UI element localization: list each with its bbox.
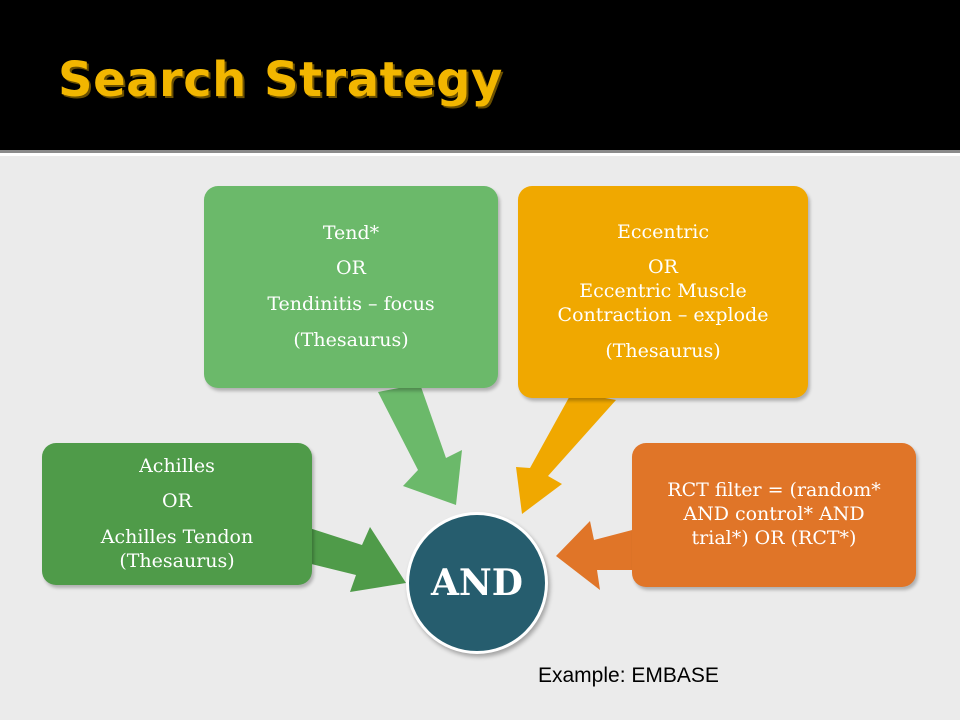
tend-line-2: OR: [336, 257, 366, 280]
eccentric-line-5: (Thesaurus): [605, 339, 721, 362]
example-note: Example: EMBASE: [538, 664, 719, 687]
rct-line-3: trial*) OR (RCT*): [691, 526, 857, 549]
and-operator-node: AND: [406, 512, 548, 654]
rct-line-2: AND control* AND: [683, 503, 865, 526]
tend-node: Tend* OR Tendinitis – focus (Thesaurus): [204, 186, 498, 388]
achilles-line-1: Achilles: [139, 454, 215, 477]
eccentric-line-3: Eccentric Muscle: [579, 280, 747, 303]
tend-line-4: (Thesaurus): [293, 328, 409, 351]
achilles-line-2: OR: [162, 490, 192, 513]
rct-node: RCT filter = (random* AND control* AND t…: [632, 443, 916, 587]
slide-title: Search Strategy: [58, 52, 503, 108]
eccentric-line-4: Contraction – explode: [557, 303, 769, 326]
eccentric-line-1: Eccentric: [616, 220, 710, 243]
achilles-line-4: (Thesaurus): [119, 549, 235, 572]
tend-line-1: Tend*: [322, 221, 380, 244]
eccentric-node: Eccentric OR Eccentric Muscle Contractio…: [518, 186, 808, 398]
arrow-tend-to-and: [378, 384, 462, 505]
arrow-achilles-to-and: [295, 525, 406, 592]
achilles-line-3: Achilles Tendon: [100, 526, 254, 548]
arrow-rct-to-and: [556, 521, 640, 590]
title-bar: [0, 0, 960, 153]
arrow-eccentric-to-and: [516, 392, 616, 514]
rct-line-1: RCT filter = (random*: [667, 479, 881, 502]
tend-line-3: Tendinitis – focus: [267, 293, 435, 315]
eccentric-line-2: OR: [648, 256, 678, 279]
achilles-node: Achilles OR Achilles Tendon (Thesaurus): [42, 443, 312, 585]
